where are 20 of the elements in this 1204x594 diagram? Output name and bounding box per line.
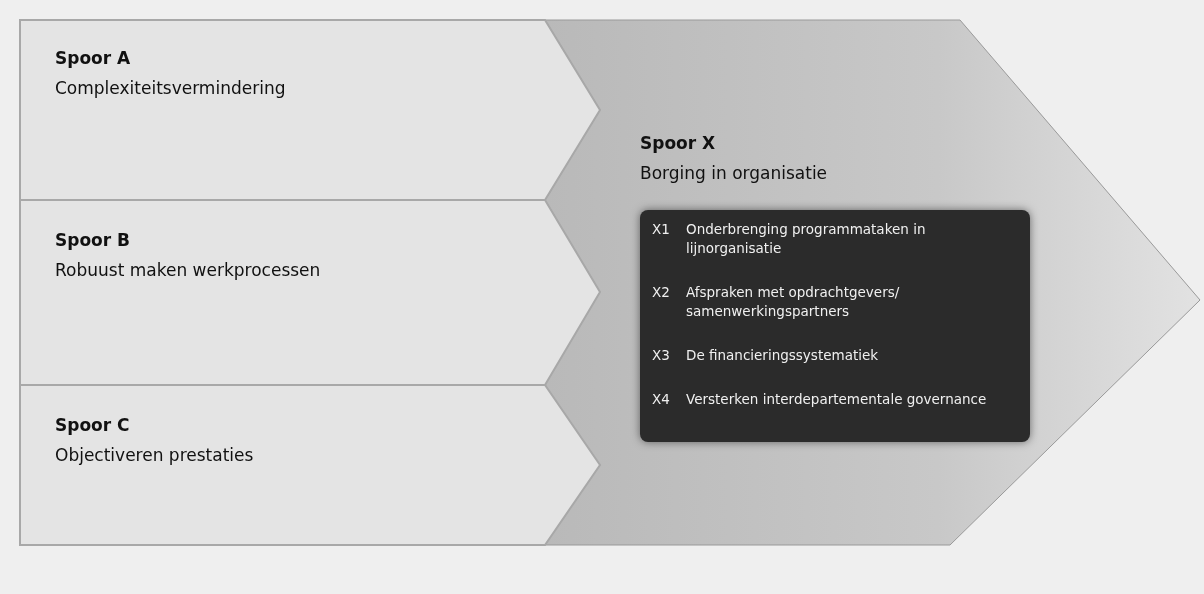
item-text: De financieringssystematiek <box>686 346 880 365</box>
band-subtitle: Objectiveren prestaties <box>55 445 254 465</box>
band-title: Spoor X <box>640 133 716 153</box>
chevron-band <box>20 385 600 545</box>
item-code: X2 <box>652 283 671 302</box>
item-text: Onderbrenging programmataken in lijnorganisatie <box>686 220 927 258</box>
item-text: Afspraken met opdrachtgevers/ samenwerkingspartners <box>686 283 901 321</box>
band-title: Spoor C <box>55 415 130 435</box>
band-subtitle: Complexiteitsvermindering <box>55 78 286 98</box>
item-text: Versterken interdepartementale governance <box>686 390 988 409</box>
item-code: X4 <box>652 390 671 409</box>
band-title: Spoor B <box>55 230 131 250</box>
item-code: X3 <box>652 346 671 365</box>
band-subtitle: Robuust maken werkprocessen <box>55 260 321 280</box>
item-code: X1 <box>652 220 671 239</box>
chevron-band <box>20 20 600 200</box>
chevron-band <box>20 200 600 385</box>
item-panel <box>640 210 1030 442</box>
band-title: Spoor A <box>55 48 131 68</box>
band-subtitle: Borging in organisatie <box>640 163 828 183</box>
